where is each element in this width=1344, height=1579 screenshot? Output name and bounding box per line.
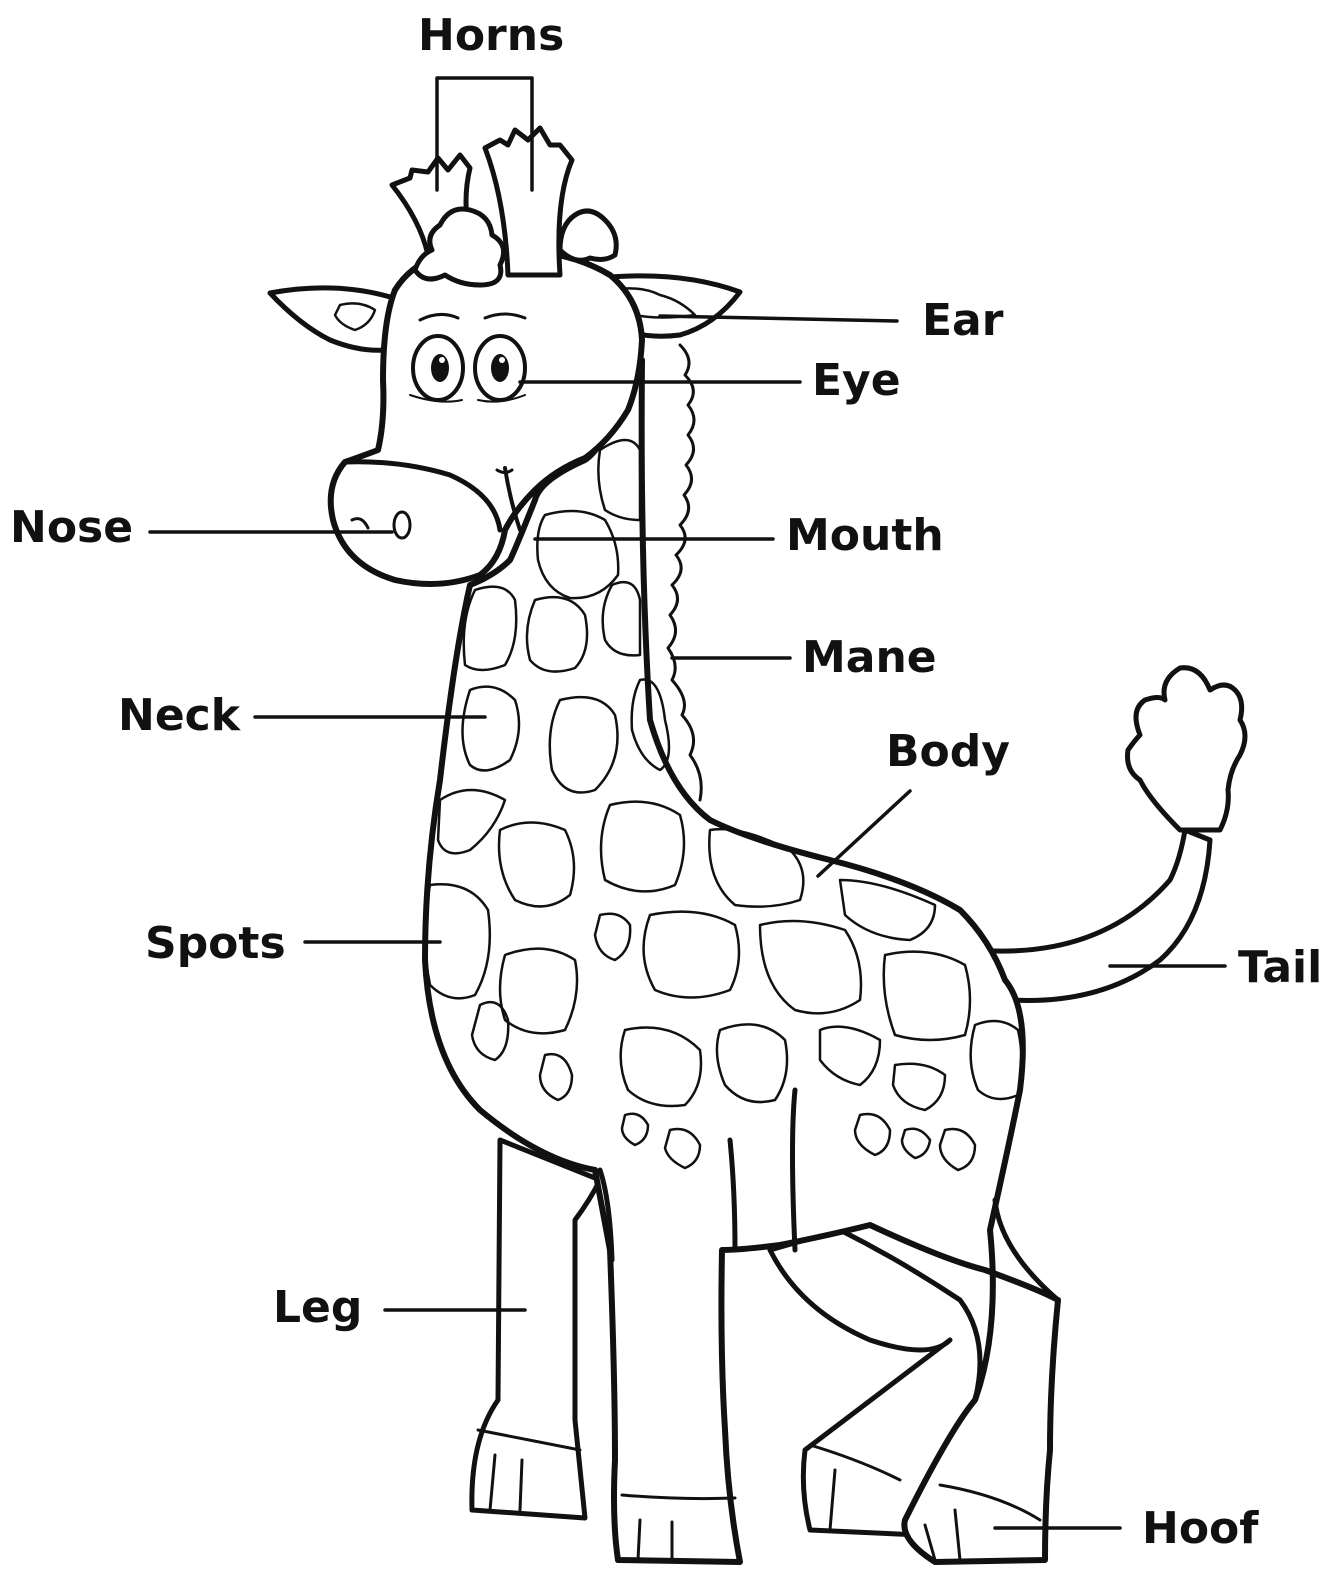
label-tail: Tail	[1238, 942, 1322, 993]
mane	[668, 345, 701, 800]
label-nose: Nose	[10, 502, 133, 553]
label-leg: Leg	[273, 1282, 362, 1333]
label-mouth: Mouth	[786, 510, 944, 561]
head-tuft-right	[560, 211, 616, 260]
giraffe-illustration	[270, 128, 1245, 1562]
label-eye: Eye	[812, 355, 901, 406]
label-horns: Horns	[418, 10, 564, 61]
back-left-leg	[472, 1140, 600, 1518]
label-ear: Ear	[922, 295, 1004, 346]
label-hoof: Hoof	[1142, 1503, 1259, 1554]
left-ear	[270, 288, 400, 350]
nostril-right	[394, 512, 410, 538]
tail-tuft	[1128, 668, 1246, 830]
label-neck: Neck	[118, 690, 242, 741]
label-spots: Spots	[145, 918, 286, 969]
tail	[975, 830, 1210, 1001]
body-leader	[818, 791, 910, 876]
label-mane: Mane	[802, 632, 937, 683]
label-body: Body	[886, 726, 1010, 777]
